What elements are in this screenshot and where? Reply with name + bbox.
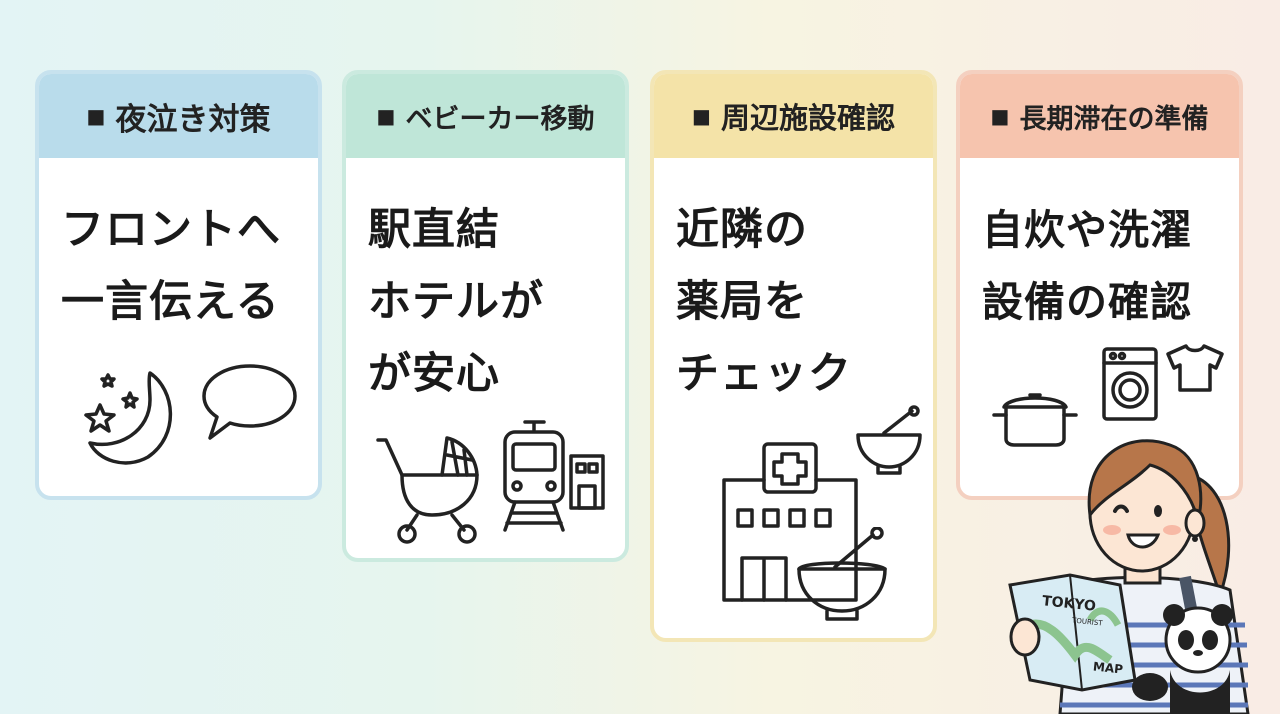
moon-stars-icon xyxy=(80,365,195,470)
card-body: 自炊や洗濯 設備の確認 xyxy=(960,158,1239,338)
card-header: ■ 長期滞在の準備 xyxy=(960,74,1239,158)
card-nearby-facilities: ■ 周辺施設確認 近隣の 薬局を チェック xyxy=(650,70,937,642)
card-title: 長期滞在の準備 xyxy=(1019,103,1209,135)
washing-machine-icon xyxy=(1100,345,1160,423)
tourist-woman-illustration xyxy=(1000,425,1280,714)
card-text-line: チェック xyxy=(676,349,852,399)
t-shirt-icon xyxy=(1164,342,1226,394)
card-text-line: 自炊や洗濯 xyxy=(982,206,1192,254)
card-header: ■ 周辺施設確認 xyxy=(654,74,933,158)
card-body: フロントへ 一言伝える xyxy=(39,158,318,338)
cooking-pot-icon xyxy=(990,385,1080,447)
train-icon xyxy=(497,418,572,533)
card-text-line: フロントへ xyxy=(61,205,281,255)
speech-bubble-icon xyxy=(200,362,300,442)
stroller-icon xyxy=(372,430,487,545)
card-title: 周辺施設確認 xyxy=(720,101,895,135)
hospital-icon xyxy=(718,440,863,605)
building-icon xyxy=(567,452,607,512)
card-text-line: が安心 xyxy=(368,349,500,399)
card-text-line: 駅直結 xyxy=(368,205,500,255)
mortar-pestle-icon xyxy=(795,527,890,622)
card-header: ■ ベビーカー移動 xyxy=(346,74,625,158)
card-title: 夜泣き対策 xyxy=(115,101,271,138)
card-text-line: 一言伝える xyxy=(61,277,280,327)
card-text-line: 設備の確認 xyxy=(982,278,1192,326)
card-body: 近隣の 薬局を チェック xyxy=(654,158,933,410)
card-title: ベビーカー移動 xyxy=(405,103,595,135)
card-text-line: ホテルが xyxy=(368,277,544,327)
card-body: 駅直結 ホテルが が安心 xyxy=(346,158,625,410)
card-stroller-move: ■ ベビーカー移動 駅直結 ホテルが が安心 xyxy=(342,70,629,562)
marker-square: ■ xyxy=(990,104,1010,128)
mortar-pestle-icon xyxy=(854,405,924,475)
card-text-line: 薬局を xyxy=(676,277,808,327)
card-long-stay: ■ 長期滞在の準備 自炊や洗濯 設備の確認 xyxy=(956,70,1243,500)
marker-square: ■ xyxy=(86,104,106,128)
card-night-crying: ■ 夜泣き対策 フロントへ 一言伝える xyxy=(35,70,322,500)
map-label: MAP xyxy=(1092,659,1123,676)
card-header: ■ 夜泣き対策 xyxy=(39,74,318,158)
map-label-text: MAP xyxy=(1092,659,1124,677)
card-text-line: 近隣の xyxy=(676,205,808,255)
marker-square: ■ xyxy=(692,104,711,128)
marker-square: ■ xyxy=(376,104,396,128)
